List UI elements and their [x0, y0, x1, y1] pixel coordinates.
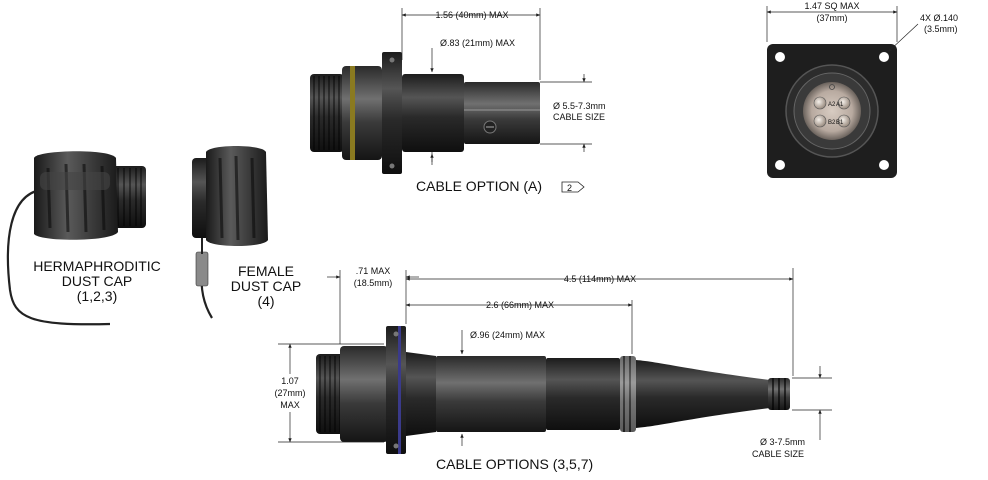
- herm-cap-line2: DUST CAP: [62, 273, 133, 289]
- hermaphroditic-dust-cap: [6, 151, 146, 326]
- top-connector: [310, 52, 540, 174]
- dim-face-square-2: (37mm): [817, 13, 848, 23]
- dim-face-holes-1: 4X Ø.140: [920, 13, 958, 23]
- female-cap-label: FEMALE DUST CAP (4): [231, 263, 302, 309]
- face-view: A2 A1 B2 B1: [767, 44, 897, 178]
- herm-cap-line3: (1,2,3): [77, 288, 117, 304]
- bottom-dimensions: .71 MAX (18.5mm) 4.5 (114mm) MAX 2.6 (66…: [270, 266, 832, 472]
- dim-top-cable-2: CABLE SIZE: [553, 112, 605, 122]
- dim-bottom-flange-1: .71 MAX: [356, 266, 391, 276]
- dim-top-diameter: Ø.83 (21mm) MAX: [440, 38, 515, 48]
- pin-label-a1: A1: [836, 102, 844, 108]
- caption-top: CABLE OPTION (A): [416, 178, 542, 194]
- female-cap-line1: FEMALE: [238, 263, 294, 279]
- pin-label-b1: B1: [836, 120, 844, 126]
- herm-cap-line1: HERMAPHRODITIC: [33, 258, 161, 274]
- female-dust-cap: [192, 146, 268, 319]
- dim-top-cable-1: Ø 5.5-7.3mm: [553, 101, 606, 111]
- herm-cap-label: HERMAPHRODITIC DUST CAP (1,2,3): [33, 258, 161, 304]
- top-dimensions: 1.56 (40mm) MAX Ø.83 (21mm) MAX Ø 5.5-7.…: [401, 8, 606, 194]
- female-cap-line2: DUST CAP: [231, 278, 302, 294]
- dim-bottom-height-2: (27mm): [275, 388, 306, 398]
- bottom-connector: [316, 326, 790, 454]
- face-dimensions: 1.47 SQ MAX (37mm) 4X Ø.140 (3.5mm): [766, 1, 958, 53]
- caption-bottom: CABLE OPTIONS (3,5,7): [436, 456, 593, 472]
- dim-face-square-1: 1.47 SQ MAX: [804, 1, 859, 11]
- dim-bottom-height-1: 1.07: [281, 376, 299, 386]
- dim-bottom-height-3: MAX: [280, 400, 300, 410]
- dim-face-holes-2: (3.5mm): [924, 24, 958, 34]
- note-flag-icon: [561, 181, 585, 193]
- pin-label-a2: A2: [828, 102, 836, 108]
- dim-top-length: 1.56 (40mm) MAX: [435, 10, 508, 20]
- dim-bottom-cable-1: Ø 3-7.5mm: [760, 437, 805, 447]
- caption-top-flag: 2: [567, 183, 572, 193]
- dim-bottom-cable-2: CABLE SIZE: [752, 449, 804, 459]
- dim-bottom-diameter: Ø.96 (24mm) MAX: [470, 330, 545, 340]
- dim-bottom-total: 4.5 (114mm) MAX: [564, 274, 636, 284]
- female-cap-line3: (4): [257, 293, 274, 309]
- pin-label-b2: B2: [828, 120, 836, 126]
- dim-bottom-body: 2.6 (66mm) MAX: [486, 300, 554, 310]
- dim-bottom-flange-2: (18.5mm): [354, 278, 393, 288]
